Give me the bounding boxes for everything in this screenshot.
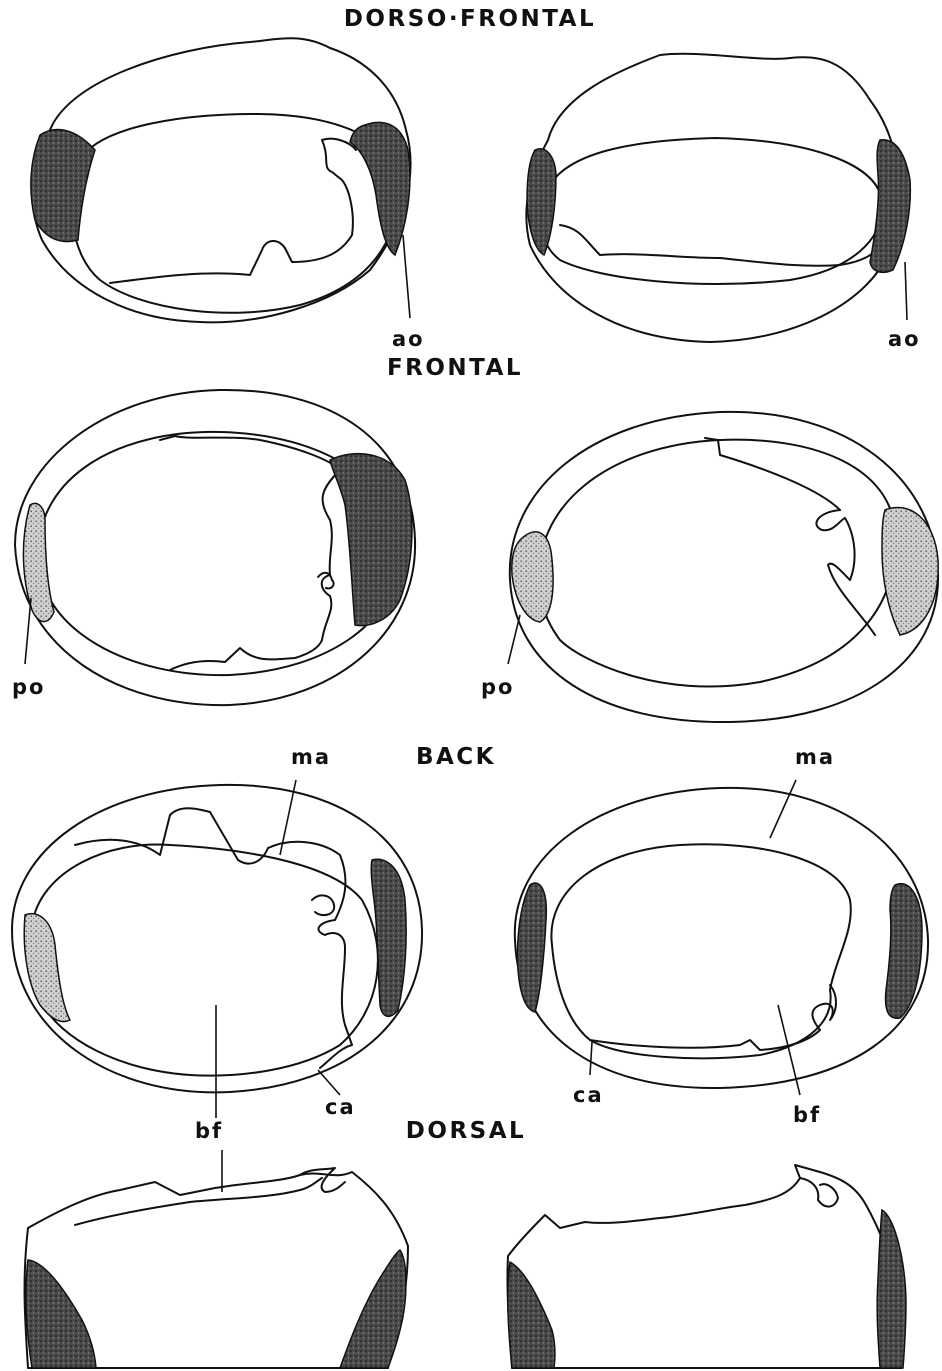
back-left-view: ma ca — [12, 745, 422, 1119]
dorsal-left-view — [25, 1150, 408, 1368]
stippled-area-left — [512, 532, 553, 622]
stippled-area-right — [330, 454, 412, 626]
heading-dorsal: DORSAL — [406, 1118, 526, 1144]
outer-contour — [510, 412, 938, 722]
label-ao: ao — [888, 327, 921, 351]
small-pore — [312, 895, 334, 915]
stippled-area-left — [527, 149, 556, 255]
ao-leader-line — [403, 235, 410, 318]
label-bf: bf — [195, 1119, 223, 1143]
outer-contour — [12, 785, 422, 1092]
label-ca: ca — [325, 1095, 356, 1119]
stippled-area-right — [350, 122, 410, 255]
stippled-area-left — [31, 130, 95, 242]
broken-margin — [75, 808, 352, 1068]
inner-rim — [539, 440, 895, 687]
ao-leader-line — [905, 262, 907, 320]
stippled-area-left — [24, 914, 70, 1022]
broken-margin — [590, 985, 836, 1050]
back-right-view: ma ca bf — [515, 745, 928, 1127]
label-ca: ca — [573, 1083, 604, 1107]
stippled-area-right — [371, 859, 406, 1016]
label-po: po — [12, 675, 45, 699]
label-po: po — [481, 675, 514, 699]
po-leader-line — [508, 615, 520, 664]
inner-rim — [541, 138, 882, 284]
stippled-area-right — [870, 140, 910, 273]
dorso-frontal-right-view: ao — [526, 54, 920, 351]
small-pore — [318, 573, 334, 589]
heading-frontal: FRONTAL — [387, 355, 523, 381]
stippled-area-right — [877, 1210, 906, 1368]
broken-margin — [560, 225, 880, 266]
label-ma: ma — [795, 745, 835, 769]
frontal-right-view: po — [481, 412, 938, 722]
broken-margin — [705, 438, 875, 635]
outer-contour — [515, 788, 928, 1088]
ma-leader-line — [770, 780, 796, 838]
label-bf: bf — [793, 1103, 821, 1127]
label-ao: ao — [392, 327, 425, 351]
po-leader-line — [25, 598, 31, 664]
ca-leader-line — [318, 1070, 340, 1095]
heading-dorso-frontal: DORSO·FRONTAL — [344, 6, 596, 32]
label-ma: ma — [291, 745, 331, 769]
heading-back: BACK — [416, 744, 496, 770]
outer-contour — [507, 1165, 902, 1368]
frontal-left-view: po — [12, 390, 415, 705]
broken-margin — [110, 139, 356, 283]
stippled-area-left — [23, 503, 54, 621]
ca-leader-line — [590, 1042, 592, 1075]
dorsal-right-view — [507, 1165, 906, 1368]
outer-contour — [526, 54, 898, 342]
stippled-area-left — [518, 883, 547, 1012]
inner-rim — [30, 844, 378, 1075]
broken-margin — [160, 436, 340, 670]
dorso-frontal-left-view: ao — [31, 38, 425, 351]
inner-rim — [551, 844, 850, 1058]
